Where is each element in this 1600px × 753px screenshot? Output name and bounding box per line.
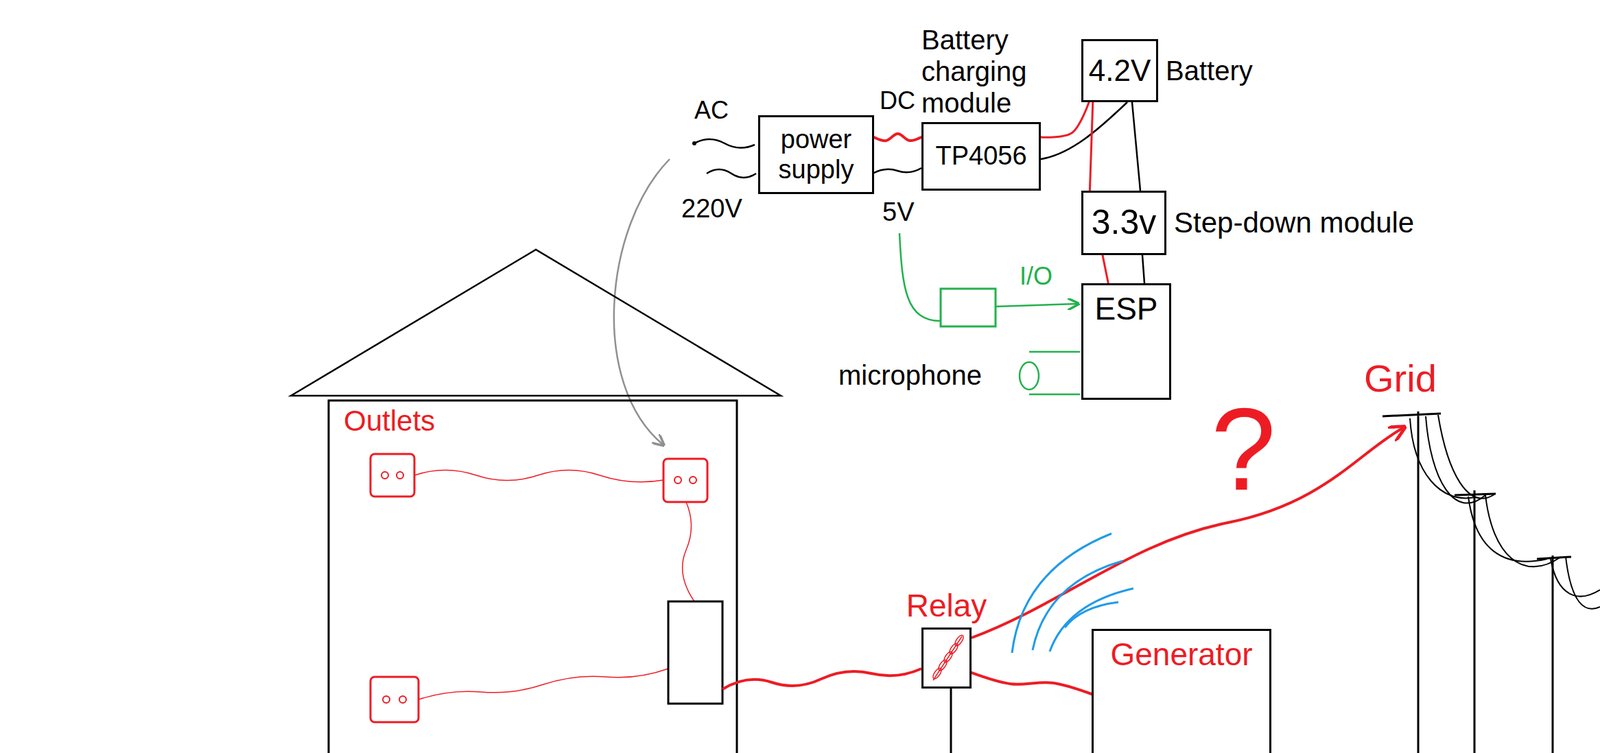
sense-wire	[899, 233, 941, 322]
outlet-hole	[674, 476, 682, 484]
module-name: ESP	[1094, 290, 1158, 328]
area-label: Outlets	[343, 404, 435, 438]
house-wire	[682, 502, 695, 602]
mains-cable	[722, 668, 922, 690]
esp-box: ESP	[1081, 283, 1172, 400]
charge-wire	[1040, 102, 1089, 138]
relay-coil	[942, 650, 955, 664]
power-wire	[1102, 255, 1109, 284]
house-roof	[290, 249, 781, 396]
voltage-value: 4.2V	[1088, 53, 1152, 89]
charger-module-box: Battery charging moduleTP4056	[921, 122, 1041, 191]
power-line	[1550, 559, 1600, 597]
electrical-panel	[668, 601, 723, 704]
component-label: Generator	[1110, 636, 1253, 674]
power-wire	[1089, 102, 1093, 191]
outlet-hole	[689, 476, 697, 484]
dc-wire	[874, 133, 922, 141]
utility-pole	[1454, 490, 1496, 753]
wireless-wave	[1064, 602, 1119, 628]
outlet	[663, 459, 708, 503]
relay-coil	[953, 633, 966, 647]
generator-box: Generator	[1091, 629, 1272, 753]
ac-wire	[694, 139, 755, 149]
ground-wire	[872, 168, 922, 174]
outlet-hole	[381, 472, 389, 479]
step-down-box: 3.3vStep-down module	[1081, 190, 1167, 256]
microphone-symbol	[1019, 362, 1039, 390]
component-label: Battery	[1165, 54, 1253, 87]
module-heading: Battery charging module	[921, 24, 1066, 119]
io-arrow	[995, 303, 1078, 307]
relay-post	[950, 688, 953, 753]
ac-wire	[706, 169, 757, 178]
component-label: microphone	[838, 359, 982, 392]
power-line	[1438, 415, 1495, 499]
power-line	[1485, 495, 1561, 567]
utility-pole	[1382, 411, 1441, 753]
voltage-label: 5V	[882, 197, 914, 228]
power-line	[1425, 416, 1486, 504]
relay-coil	[937, 658, 949, 672]
signal-label: AC	[694, 96, 729, 125]
power-line	[1468, 496, 1548, 562]
ground-wire	[1142, 255, 1145, 284]
house-body	[328, 400, 737, 753]
signal-label: DC	[879, 86, 916, 115]
house-wire	[414, 470, 664, 483]
outlet-hole	[396, 472, 404, 479]
voltage-value: 3.3v	[1091, 203, 1157, 243]
component-label: Step-down module	[1173, 206, 1415, 240]
sensor-box	[940, 288, 996, 327]
relay-coil	[931, 666, 944, 680]
microphone-leads	[1029, 351, 1080, 395]
voltage-label: 220V	[681, 194, 743, 225]
utility-pole	[1536, 555, 1572, 753]
outlet-hole	[382, 696, 390, 704]
signal-label: I/O	[1019, 262, 1053, 291]
power-supply-box: power supply	[758, 115, 875, 195]
house-wire	[418, 668, 669, 700]
module-name: power supply	[764, 124, 868, 185]
question-mark: ?	[1210, 391, 1277, 508]
grid-cable	[971, 428, 1404, 639]
generator-cable	[971, 673, 1092, 695]
ground-wire	[1040, 102, 1128, 160]
relay-box: Relay	[921, 627, 972, 689]
module-name: TP4056	[935, 141, 1027, 172]
outlet-hole	[399, 696, 407, 704]
outlet	[370, 454, 415, 497]
battery-box: 4.2VBattery	[1081, 39, 1159, 103]
relay-coil	[933, 636, 962, 681]
wireless-wave	[1032, 561, 1123, 651]
relay-coil	[948, 642, 960, 656]
component-label: Relay	[906, 587, 988, 625]
ground-wire	[1132, 102, 1141, 191]
power-line	[1409, 418, 1476, 499]
area-label: Grid	[1363, 356, 1437, 401]
power-line	[1565, 557, 1600, 610]
outlet	[370, 677, 419, 723]
